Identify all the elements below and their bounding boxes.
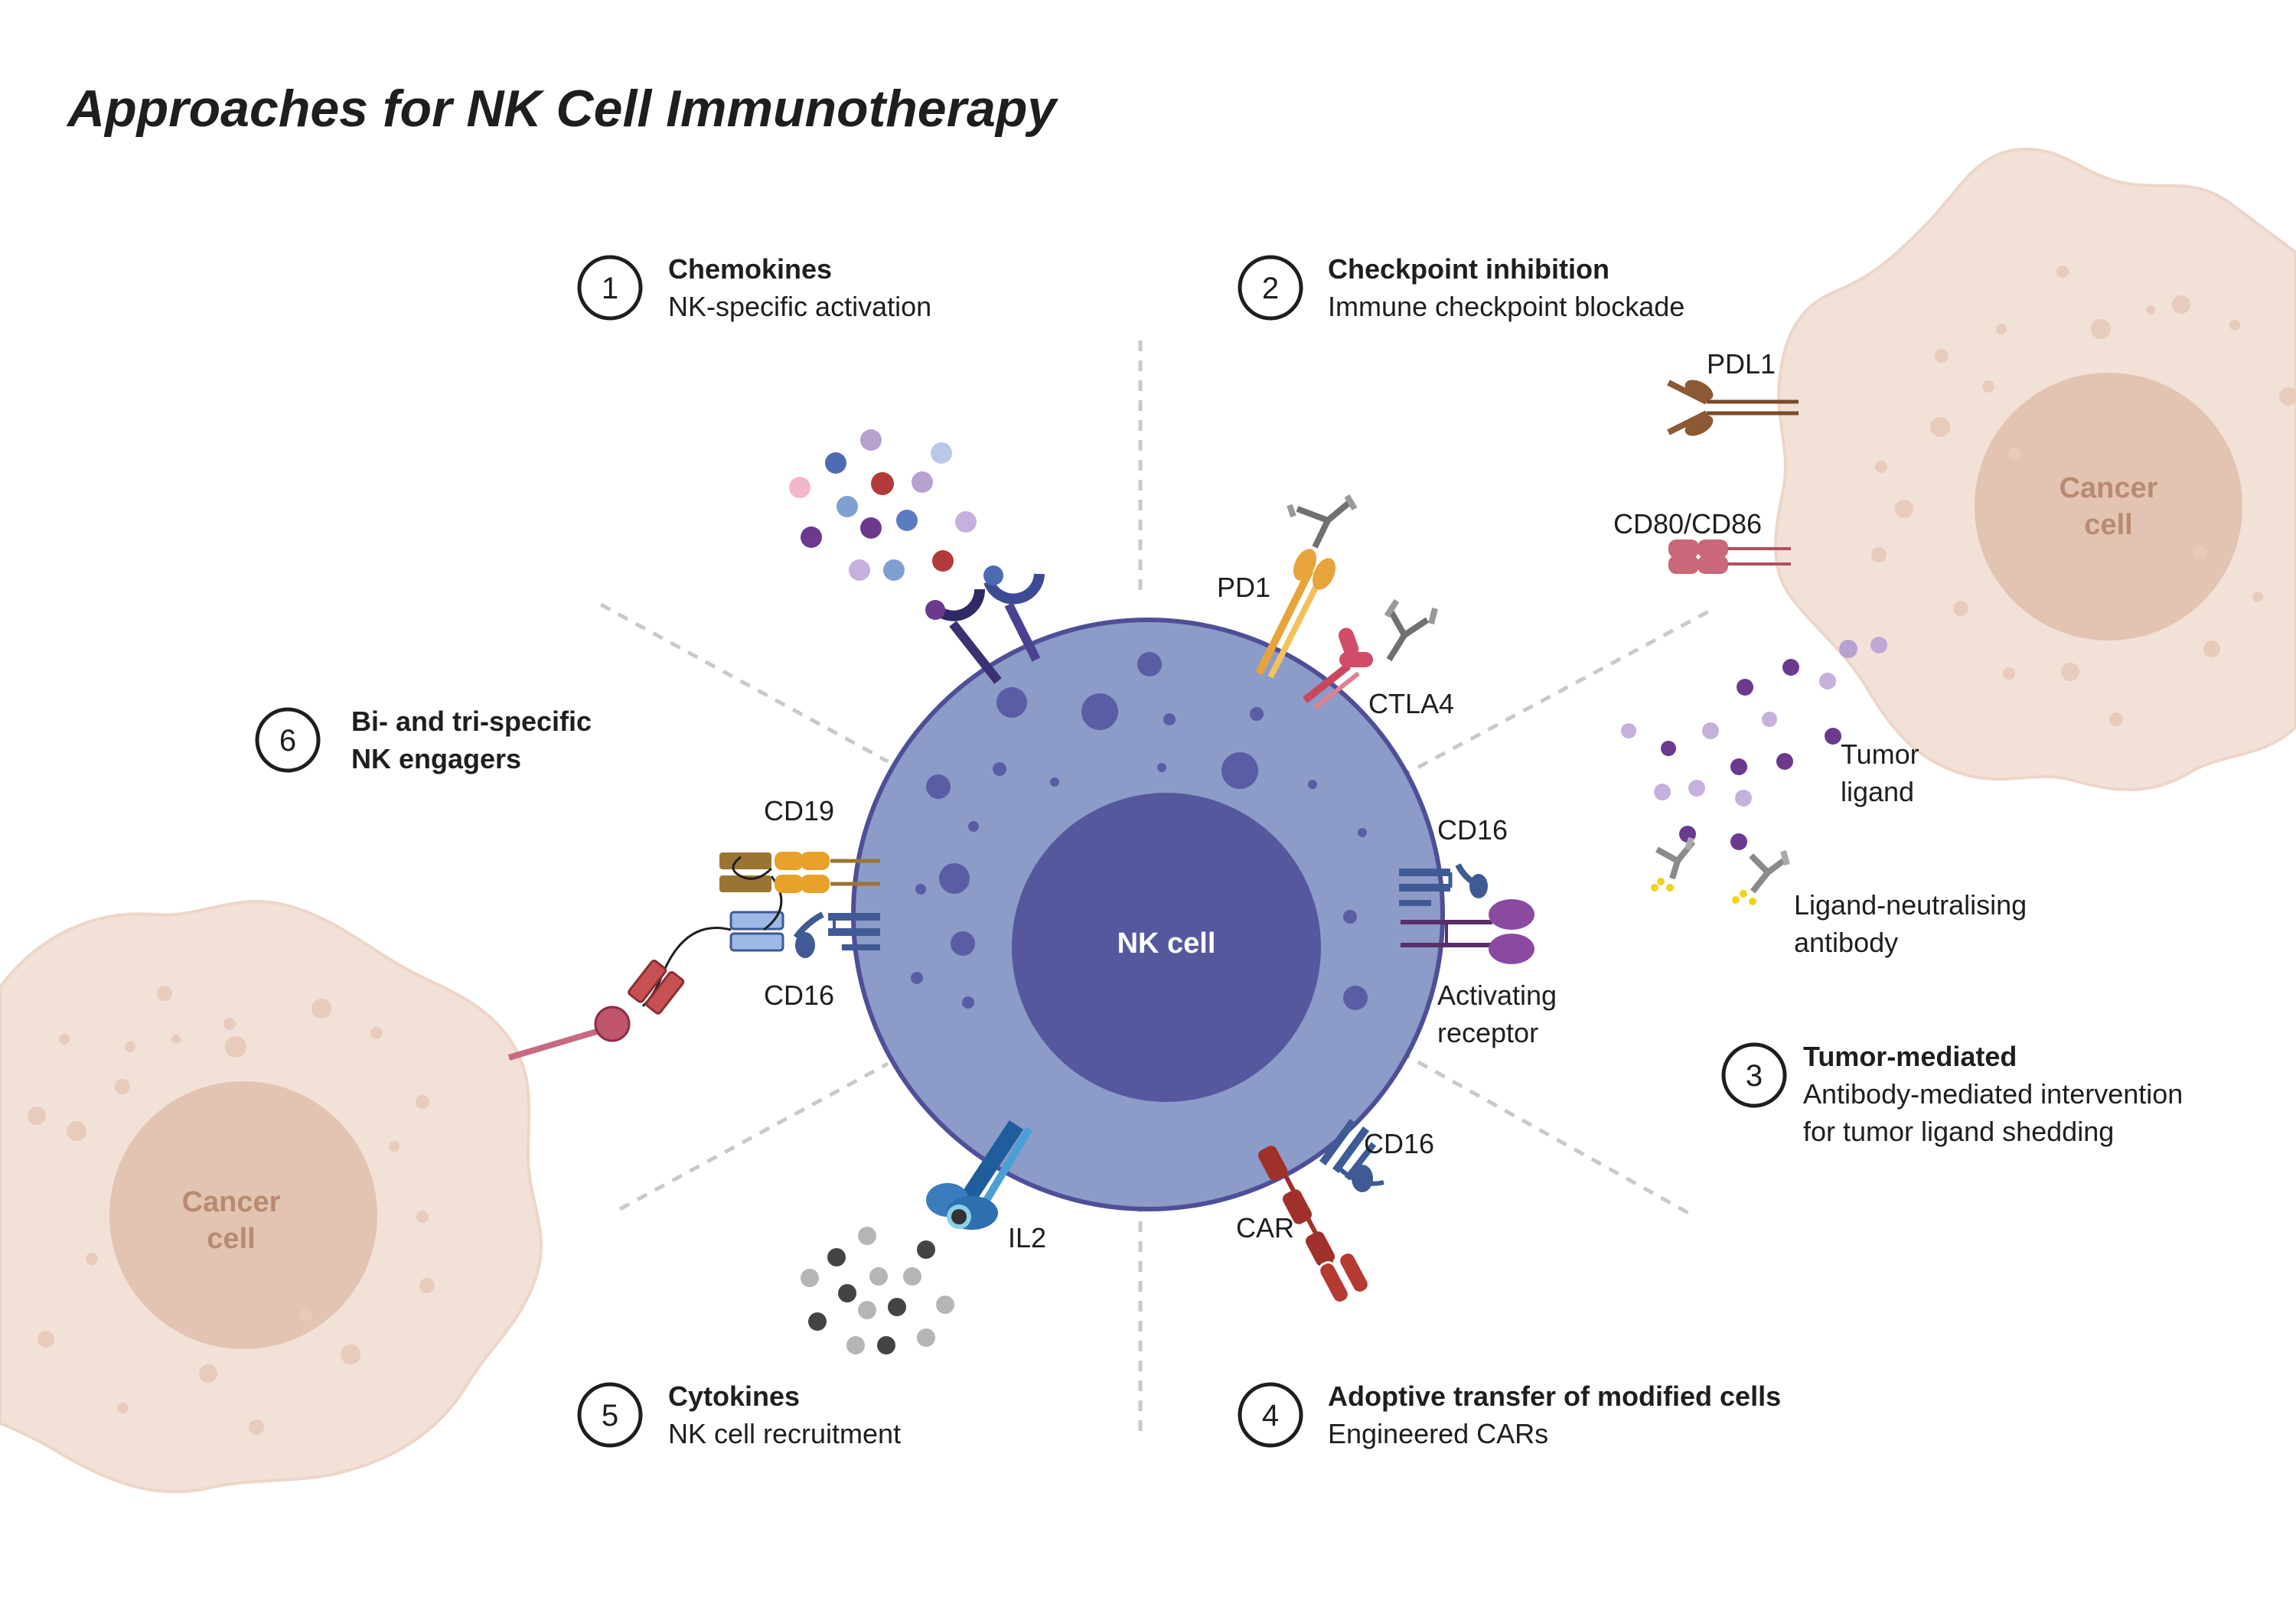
section-3: 3 Tumor-mediated Antibody-mediated inter… — [1721, 1041, 2183, 1147]
car-label: CAR — [1236, 1212, 1294, 1244]
section-5-badge — [577, 1382, 643, 1448]
cd16-receptor-left — [793, 911, 880, 958]
cancer-cell-left-label-2: cell — [207, 1223, 255, 1255]
cd16-receptor-right — [1399, 863, 1488, 906]
section-2-number: 2 — [1262, 272, 1279, 305]
pdl1-label: PDL1 — [1707, 348, 1776, 380]
section-1-subtitle: NK-specific activation — [668, 291, 931, 322]
neutralising-antibody-icon-2 — [1732, 849, 1790, 905]
tumor-ligand-label-2: ligand — [1841, 776, 1914, 807]
cytokine-particles — [801, 1227, 954, 1354]
section-4-heading: Adoptive transfer of modified cells — [1328, 1380, 1781, 1412]
divider-lower-left — [618, 1061, 889, 1211]
cancer-cell-right-label-2: cell — [2084, 509, 2132, 541]
section-5-heading: Cytokines — [668, 1380, 800, 1412]
cancer-antigen-left — [507, 1006, 631, 1061]
section-1-badge — [577, 255, 643, 321]
pd1-receptor — [1255, 549, 1336, 679]
chemokine-particles — [789, 429, 977, 581]
section-5-subtitle: NK cell recruitment — [668, 1418, 901, 1449]
ctla4-receptor — [1302, 627, 1373, 710]
section-4-subtitle: Engineered CARs — [1328, 1418, 1548, 1449]
section-4: 4 Adoptive transfer of modified cells En… — [1238, 1380, 1781, 1449]
section-2-badge — [1238, 255, 1303, 321]
nk-nucleus — [1012, 793, 1321, 1102]
divider-lower-right — [1399, 1050, 1697, 1219]
cancer-cell-left-label-1: Cancer — [182, 1186, 281, 1218]
cancer-cell-right: Cancer cell — [1774, 147, 2296, 791]
section-5: 5 Cytokines NK cell recruitment — [577, 1380, 901, 1449]
cancer-cell-left: Cancer cell — [0, 899, 543, 1494]
cd16-receptor-bottom — [1319, 1119, 1384, 1192]
activating-receptor-label-1: Activating — [1437, 980, 1557, 1011]
section-6-number: 6 — [279, 724, 296, 758]
pd1-label: PD1 — [1217, 572, 1270, 603]
section-5-number: 5 — [602, 1399, 618, 1433]
section-3-subtitle-line-2: for tumor ligand shedding — [1803, 1116, 2114, 1147]
section-1-number: 1 — [602, 272, 618, 305]
section-2-heading: Checkpoint inhibition — [1328, 253, 1609, 285]
il2-receptor — [926, 1120, 1033, 1230]
car-receptor — [1258, 1146, 1370, 1304]
cd19-receptor — [775, 852, 880, 893]
tumor-ligand-particles — [1621, 637, 1887, 850]
section-1: 1 Chemokines NK-specific activation — [577, 253, 931, 322]
cd16-right-label: CD16 — [1437, 814, 1508, 846]
section-3-number: 3 — [1746, 1059, 1763, 1093]
section-6-heading-line-1: Bi- and tri-specific — [351, 706, 592, 737]
section-6: 6 Bi- and tri-specific NK engagers — [255, 706, 592, 774]
section-6-badge — [255, 707, 321, 773]
nk-granules — [911, 652, 1368, 1010]
activating-receptor-label-2: receptor — [1437, 1017, 1538, 1048]
ctla4-label: CTLA4 — [1368, 688, 1454, 719]
section-4-number: 4 — [1262, 1399, 1279, 1433]
chemokine-receptors — [925, 566, 1045, 684]
nk-cell-label: NK cell — [1117, 927, 1216, 960]
cd16-left-label: CD16 — [764, 980, 834, 1011]
section-2: 2 Checkpoint inhibition Immune checkpoin… — [1238, 253, 1684, 322]
neutralising-antibody-icon-1 — [1651, 836, 1696, 892]
section-4-badge — [1238, 1382, 1303, 1448]
pdl1-ligand — [1667, 380, 1799, 436]
cancer-cell-right-label-1: Cancer — [2060, 472, 2158, 504]
section-1-heading: Chemokines — [668, 253, 832, 285]
cd19-label: CD19 — [764, 795, 834, 826]
nk-engager — [628, 852, 784, 1015]
section-2-subtitle: Immune checkpoint blockade — [1328, 291, 1684, 322]
section-3-badge — [1721, 1042, 1787, 1108]
page-title: Approaches for NK Cell Immunotherapy — [66, 80, 1058, 138]
nk-cell: NK cell — [851, 618, 1445, 1211]
section-6-heading-line-2: NK engagers — [351, 743, 521, 774]
neutralising-antibody-label-2: antibody — [1794, 927, 1898, 958]
tumor-ligand-label-1: Tumor — [1841, 738, 1919, 770]
neutralising-antibody-label-1: Ligand-neutralising — [1794, 889, 2027, 921]
pd1-blocking-antibody-icon — [1287, 494, 1358, 549]
section-dividers — [599, 341, 1716, 1439]
activating-receptor — [1401, 899, 1534, 964]
ctla4-blocking-antibody-icon — [1384, 598, 1438, 662]
section-3-heading: Tumor-mediated — [1803, 1041, 2017, 1072]
cd80-cd86-ligand — [1668, 539, 1791, 574]
cd80-cd86-label: CD80/CD86 — [1613, 508, 1762, 539]
cd16-bottom-label: CD16 — [1364, 1128, 1434, 1159]
divider-upper-left — [599, 602, 889, 764]
section-3-subtitle-line-1: Antibody-mediated intervention — [1803, 1078, 2183, 1110]
il2-label: IL2 — [1008, 1222, 1046, 1253]
